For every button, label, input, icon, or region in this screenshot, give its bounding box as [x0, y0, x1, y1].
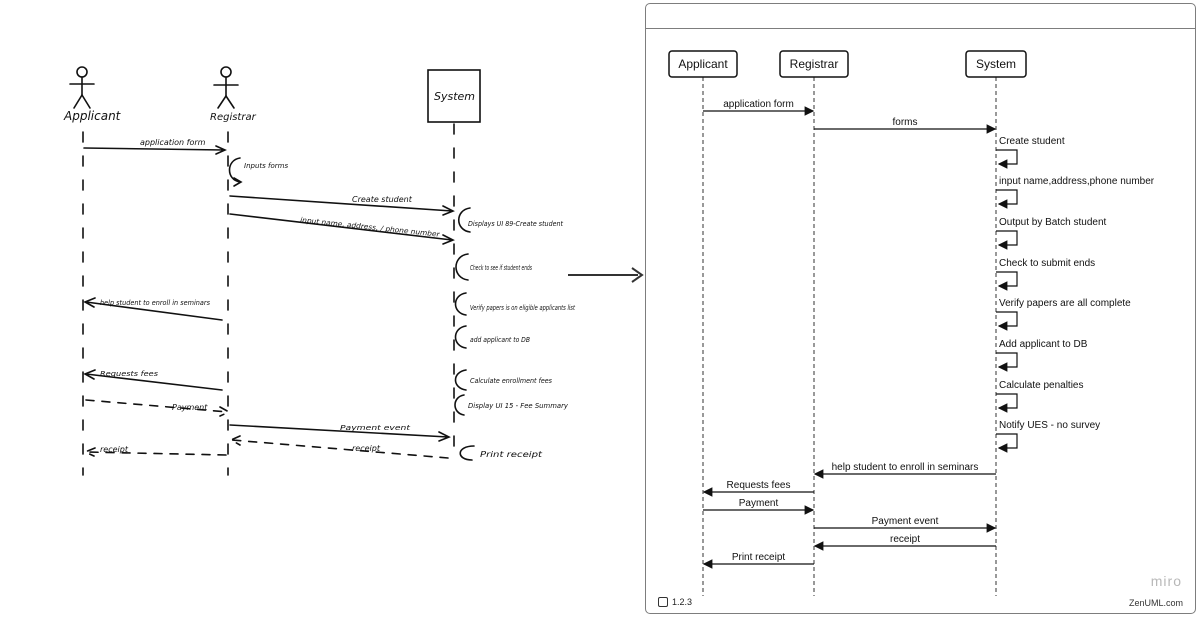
sketch-label-calculate-fees: Calculate enrollment fees	[470, 377, 552, 385]
sketch-arrow-requests-fees	[83, 369, 223, 391]
message-help-student-to-enroll-in-seminars-label: help student to enroll in seminars	[832, 462, 979, 473]
checkbox-icon[interactable]	[658, 597, 668, 607]
message-payment-label: Payment	[739, 498, 779, 509]
applicant-stick-figure-icon	[69, 66, 95, 109]
sketch-arrow-help-student	[83, 297, 223, 321]
zenuml-brand-link[interactable]: ZenUML.com	[1128, 598, 1183, 608]
participant-registrar-box[interactable]	[779, 50, 849, 78]
sketch-arrow-receipt-applicant	[82, 447, 227, 457]
sketch-arrow-create-student	[229, 195, 455, 216]
sketch-label-payment: Payment	[172, 403, 208, 412]
sketch-arrow-input-name	[229, 213, 455, 245]
sketch-label-displays-ui: Displays UI 89-Create student	[468, 220, 563, 228]
message-notify-ues-no-survey-label: Notify UES - no survey	[999, 420, 1100, 431]
message-print-receipt-label: Print receipt	[732, 552, 786, 563]
message-receipt-label: receipt	[890, 534, 920, 545]
message-calculate-penalties-label: Calculate penalties	[999, 380, 1084, 391]
version-label: 1.2.3	[672, 597, 693, 607]
participant-applicant-label: Applicant	[678, 57, 728, 71]
sketch-self-print-receipt	[459, 445, 475, 461]
message-create-student-self-arrow	[996, 149, 1018, 169]
participant-registrar-label: Registrar	[790, 57, 839, 71]
sketch-label-help-student: help student to enroll in seminars	[100, 299, 210, 307]
hand-sketch-diagram: Applicant Registrar System application f…	[63, 66, 575, 476]
message-verify-papers-are-all-complete-self-arrow	[996, 311, 1018, 331]
zenuml-diagram-frame: Applicant Registrar System application for…	[645, 3, 1196, 614]
message-application-form-label: application form	[723, 99, 794, 110]
sketch-label-add-applicant: add applicant to DB	[470, 336, 530, 344]
frame-title-bar	[646, 4, 1195, 29]
participant-system-label: System	[976, 57, 1016, 71]
sketch-self-add	[454, 325, 467, 349]
message-calculate-penalties-self-arrow	[996, 393, 1018, 413]
sketch-self-display-ui15	[454, 394, 465, 416]
transform-arrow-icon	[568, 267, 644, 283]
message-verify-papers-are-all-complete-label: Verify papers are all complete	[999, 298, 1131, 309]
sketch-self-inputs-forms	[228, 157, 243, 187]
sketch-label-receipt-applicant: receipt	[100, 445, 129, 454]
sketch-participant-registrar: Registrar	[210, 112, 257, 123]
sketch-label-requests-fees: Requests fees	[100, 370, 158, 378]
sketch-label-check: Check to see if student ends	[470, 264, 532, 272]
sketch-self-displays	[457, 207, 471, 233]
sketch-label-create-student: Create student	[352, 195, 413, 204]
message-create-student-label: Create student	[999, 136, 1065, 147]
sketch-arrow-application-form	[83, 145, 227, 155]
message-payment-event-label: Payment event	[872, 516, 939, 527]
message-output-by-batch-student-label: Output by Batch student	[999, 217, 1107, 228]
message-output-by-batch-student-self-arrow	[996, 230, 1018, 250]
sketch-label-receipt-return: receipt	[352, 444, 381, 453]
sketch-arrow-payment	[85, 399, 231, 417]
message-input-name-address-phone-number-label: input name,address,phone number	[999, 176, 1155, 187]
sketch-participant-system: System	[434, 90, 475, 103]
sketch-label-inputs-forms: Inputs forms	[244, 162, 288, 170]
sketch-label-payment-event: Payment event	[340, 424, 410, 432]
sketch-label-verify: Verify papers is on eligible applicants …	[470, 304, 575, 312]
registrar-stick-figure-icon	[213, 66, 239, 109]
participant-system-box[interactable]	[965, 50, 1027, 78]
message-forms-label: forms	[893, 117, 918, 128]
sketch-arrow-payment-event	[229, 424, 451, 442]
sketch-self-verify	[454, 292, 467, 316]
sequence-diagram: Applicant Registrar System application for…	[668, 50, 1155, 596]
sketch-participant-applicant: Applicant	[63, 109, 122, 123]
sketch-label-print-receipt: Print receipt	[480, 450, 543, 459]
sketch-self-check	[455, 253, 469, 281]
miro-watermark: miro	[1150, 573, 1182, 589]
sketch-label-display-ui15: Display UI 15 - Fee Summary	[468, 402, 569, 410]
message-notify-ues-no-survey-self-arrow	[996, 433, 1018, 453]
sketch-self-calculate	[454, 369, 467, 391]
sketch-label-application-form: application form	[140, 138, 206, 147]
message-check-to-submit-ends-label: Check to submit ends	[999, 258, 1095, 269]
sketch-arrow-receipt-return	[229, 435, 449, 459]
message-add-applicant-to-db-self-arrow	[996, 352, 1018, 372]
message-requests-fees-label: Requests fees	[727, 480, 791, 491]
message-add-applicant-to-db-label: Add applicant to DB	[999, 339, 1088, 350]
version-indicator[interactable]: 1.2.3	[658, 597, 692, 607]
message-input-name-address-phone-number-self-arrow	[996, 189, 1018, 209]
system-box-sketch	[427, 69, 481, 123]
sketch-label-input-name: input name, address, / phone number	[300, 216, 441, 239]
message-check-to-submit-ends-self-arrow	[996, 271, 1018, 291]
participant-applicant-box[interactable]	[668, 50, 738, 78]
